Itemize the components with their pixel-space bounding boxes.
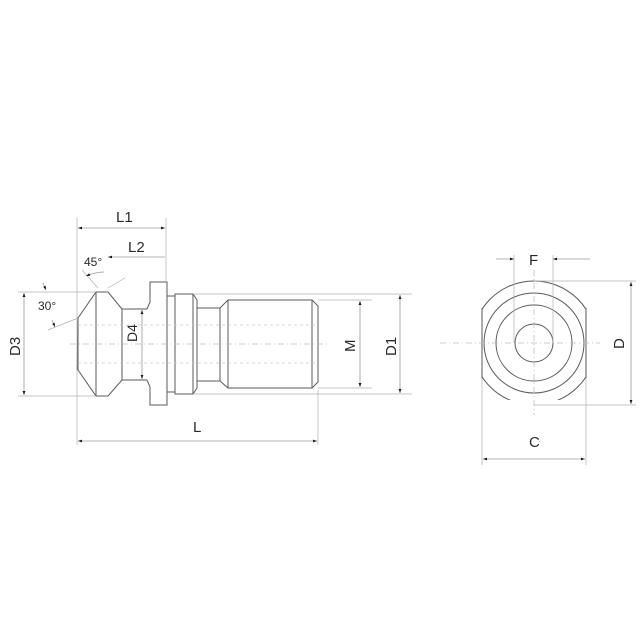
dimension-lines [22, 226, 402, 443]
end-extension-lines [481, 255, 636, 465]
side-hidden-lines [78, 324, 318, 364]
end-centerlines [440, 270, 600, 415]
label-F: F [529, 252, 538, 269]
label-C: C [529, 434, 540, 451]
label-M: M [342, 340, 359, 353]
label-angle-45: 45° [84, 255, 102, 269]
side-view [76, 281, 319, 406]
extension-lines [18, 218, 412, 445]
label-angle-30: 30° [38, 299, 56, 313]
label-L2: L2 [128, 239, 145, 256]
label-D4: D4 [124, 324, 140, 342]
label-D3: D3 [7, 337, 24, 356]
thread-profile [219, 299, 319, 389]
label-L: L [193, 419, 201, 436]
label-D1: D1 [383, 337, 400, 356]
angle-45-arc [85, 271, 105, 277]
label-D: D [611, 338, 628, 349]
flange-profile [146, 281, 168, 406]
end-dimension-lines [483, 257, 633, 461]
angle-30-arc [42, 282, 47, 291]
label-L1: L1 [116, 209, 133, 226]
